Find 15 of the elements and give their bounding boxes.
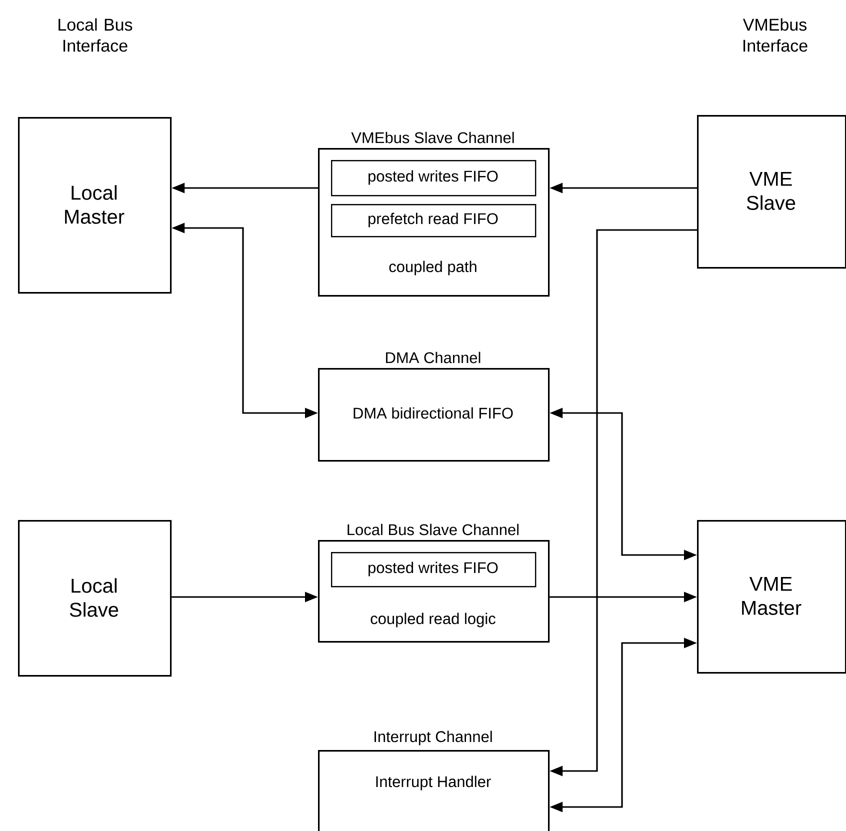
interface-heading: Local Bus Interface <box>58 18 132 52</box>
node-label: VMEbus Slave Channel <box>351 132 514 144</box>
channel-box: Interrupt Channel Interrupt Handler <box>318 730 550 831</box>
bus-slave-box: VME Slave <box>697 115 846 269</box>
node-label: Local Bus Slave Channel <box>348 524 519 536</box>
bus-master-box: Local Master <box>18 117 172 294</box>
node-label: Interrupt Channel <box>374 730 492 746</box>
bus-master-box: VME Master <box>697 520 846 674</box>
fifo-box: posted writes FIFO <box>331 160 536 196</box>
interface-heading: VMEbus Interface <box>742 18 808 52</box>
channel-box: DMA Channel DMA bidirectional FIFO <box>318 352 550 462</box>
node-label: DMA Channel <box>386 352 480 364</box>
bus-slave-box: Local Slave <box>18 520 172 677</box>
fifo-box: prefetch read FIFO <box>331 204 536 238</box>
fifo-box: posted writes FIFO <box>331 552 536 588</box>
